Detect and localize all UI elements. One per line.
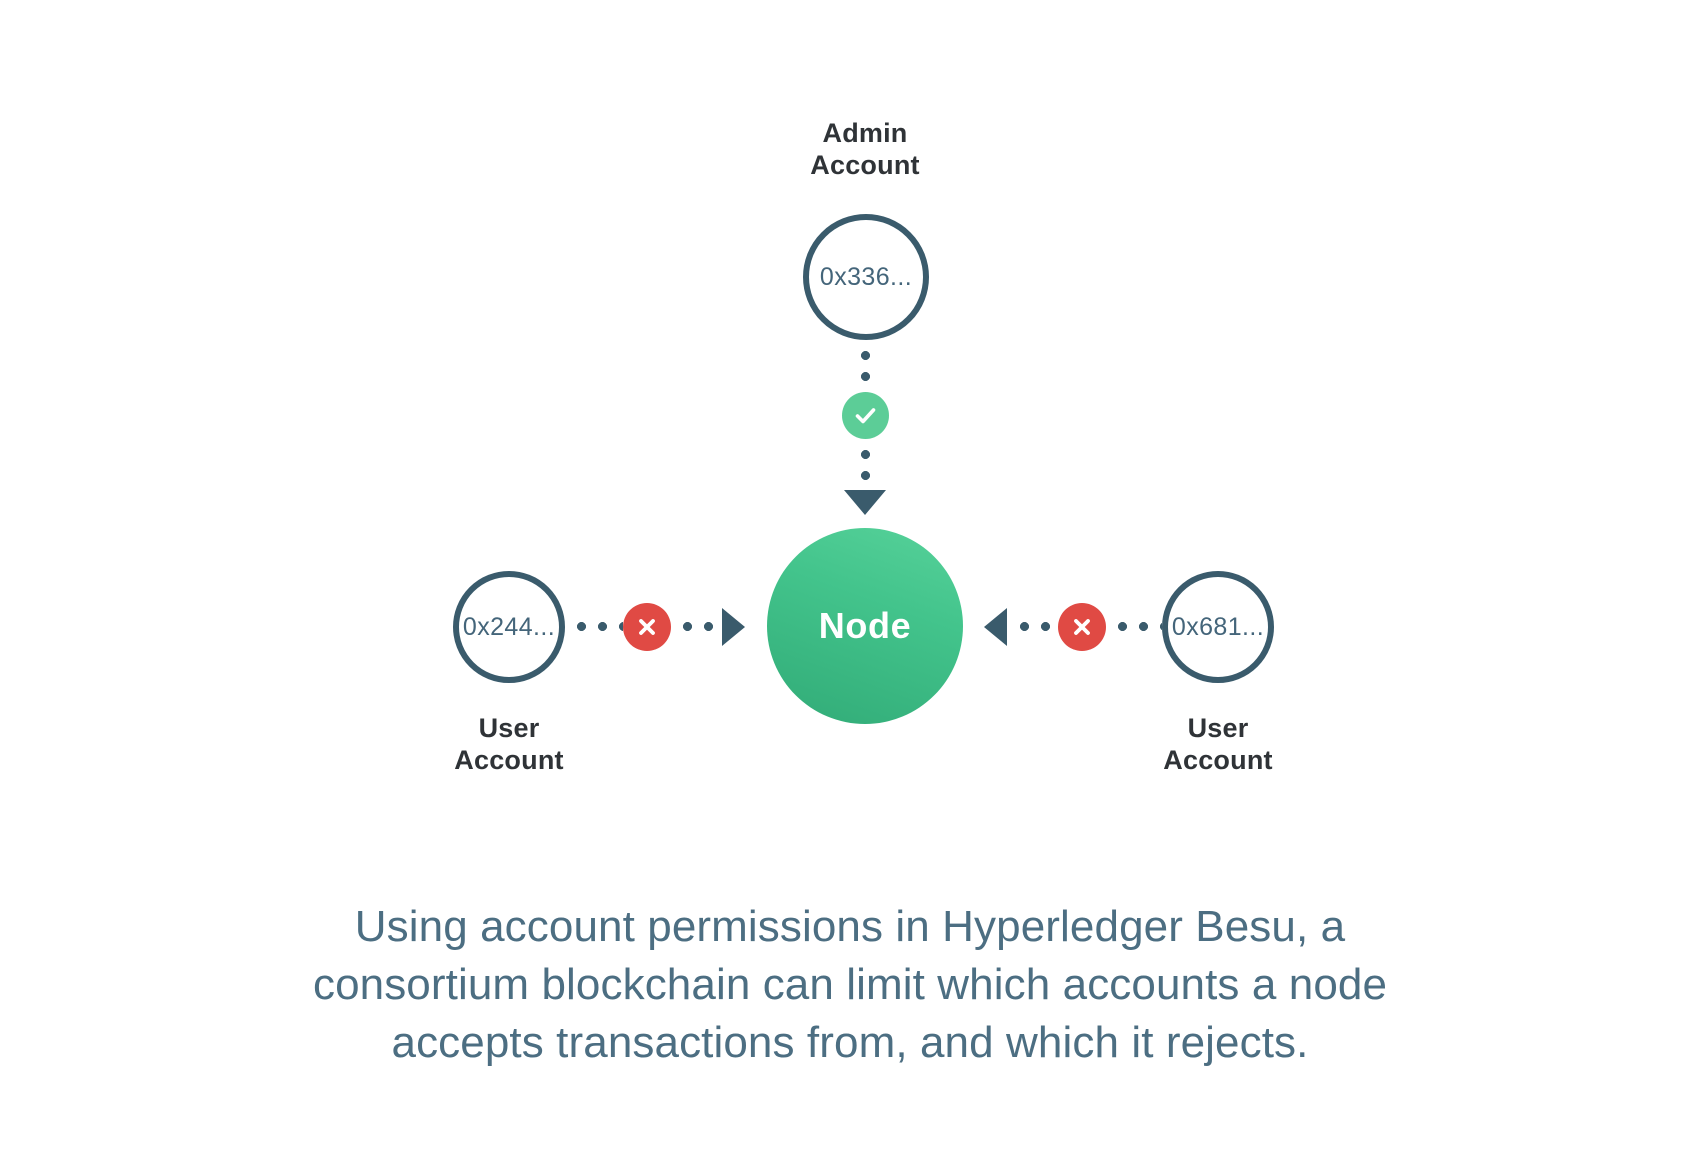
admin-account-label: Admin Account: [810, 118, 920, 180]
admin-account-circle[interactable]: 0x336...: [803, 214, 929, 340]
admin-permission-allow-badge[interactable]: [842, 392, 889, 439]
node-circle[interactable]: Node: [767, 528, 963, 724]
right-user-to-node-arrowhead: [984, 608, 1007, 646]
x-icon: [1074, 619, 1090, 635]
left-user-dotted-line-outer: [571, 622, 623, 631]
left-user-account-circle[interactable]: 0x244...: [453, 571, 565, 683]
x-icon: [639, 619, 655, 635]
right-user-account-circle[interactable]: 0x681...: [1162, 571, 1274, 683]
admin-to-node-dotted-line-lower: [861, 444, 870, 494]
node-label: Node: [818, 605, 912, 646]
left-user-account-label: User Account: [454, 713, 564, 775]
right-user-dotted-line-inner: [1014, 622, 1058, 631]
right-user-account-label: User Account: [1163, 713, 1273, 775]
right-user-dotted-line-outer: [1112, 622, 1162, 631]
admin-to-node-arrowhead: [844, 490, 886, 515]
right-user-permission-deny-badge[interactable]: [1058, 603, 1106, 651]
caption-text: Using account permissions in Hyperledger…: [312, 902, 1388, 1067]
right-user-account-address: 0x681...: [1171, 612, 1265, 641]
admin-to-node-dotted-line-upper: [861, 345, 870, 393]
admin-account-address: 0x336...: [819, 262, 913, 291]
left-user-dotted-line-inner: [677, 622, 721, 631]
check-icon: [855, 408, 876, 424]
left-user-permission-deny-badge[interactable]: [623, 603, 671, 651]
left-user-to-node-arrowhead: [722, 608, 745, 646]
left-user-account-address: 0x244...: [462, 612, 556, 641]
